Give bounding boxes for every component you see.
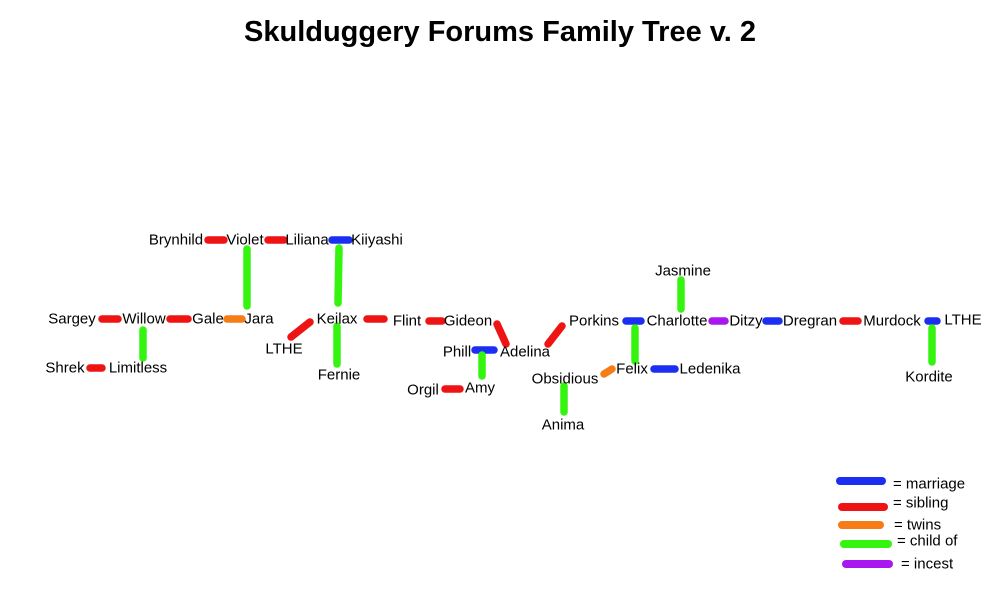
person-label-violet: Violet [226, 231, 264, 249]
person-label-jara: Jara [244, 310, 274, 328]
person-label-felix: Felix [616, 360, 648, 378]
person-label-willow: Willow [122, 310, 166, 328]
person-label-ledenika: Ledenika [679, 360, 741, 378]
person-label-dregran: Dregran [782, 312, 838, 330]
person-label-kiiyashi: Kiiyashi [351, 231, 403, 249]
person-label-orgil: Orgil [407, 381, 439, 399]
person-label-keilax: Keilax [316, 310, 358, 328]
legend-label-marriage: = marriage [893, 475, 966, 493]
person-label-brynhild: Brynhild [148, 231, 204, 249]
person-label-lthe-right: LTHE [944, 311, 982, 329]
person-label-kordite: Kordite [905, 368, 953, 386]
page-title: Skulduggery Forums Family Tree v. 2 [244, 16, 756, 48]
connector-sibling-adelina-porkins [544, 322, 566, 348]
legend-label-twins: = twins [894, 516, 942, 534]
person-label-gale: Gale [192, 310, 224, 328]
person-label-adelina: Adelina [499, 343, 551, 361]
person-label-fernie: Fernie [317, 366, 361, 384]
person-label-shrek: Shrek [45, 359, 85, 377]
legend-label-incest: = incest [901, 555, 954, 573]
connector-sibling-gideon-adelina [493, 320, 510, 348]
legend-label-child_of: = child of [897, 532, 958, 550]
person-label-anima: Anima [541, 416, 585, 434]
person-label-charlotte: Charlotte [646, 312, 708, 330]
person-label-obsidious: Obsidious [531, 370, 599, 388]
person-label-lthe-left: LTHE [265, 340, 303, 358]
person-label-sargey: Sargey [48, 310, 96, 328]
person-label-liliana: Liliana [285, 231, 329, 249]
connector-twins-obsidious-felix [600, 365, 616, 378]
person-label-gideon: Gideon [443, 312, 493, 330]
person-label-amy: Amy [465, 379, 495, 397]
person-label-porkins: Porkins [568, 312, 620, 330]
connector-child_of-kiiyashi-keilax [334, 244, 343, 307]
person-label-phill: Phill [442, 343, 472, 361]
legend-label-sibling: = sibling [893, 494, 949, 512]
person-label-limitless: Limitless [108, 359, 168, 377]
person-label-ditzy: Ditzy [729, 312, 763, 330]
person-label-flint: Flint [392, 312, 422, 330]
person-label-jasmine: Jasmine [655, 262, 711, 280]
connector-sibling-lthe-left-keilax [287, 318, 314, 341]
person-label-murdock: Murdock [863, 312, 921, 330]
